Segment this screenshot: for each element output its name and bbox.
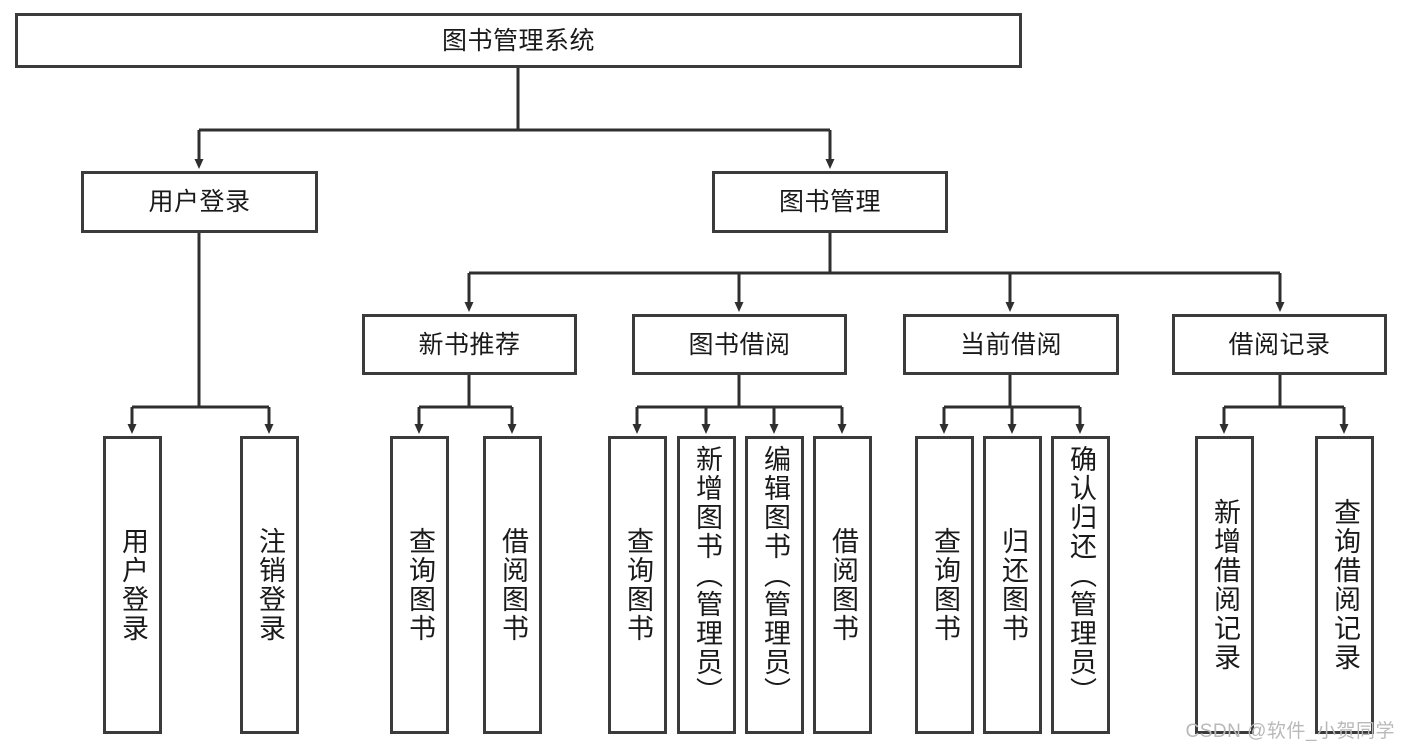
node-book-borrow-label: 图书借阅 [688,330,791,359]
node-leaf-add-book-label: 新增图书（管理员） [692,445,722,706]
node-leaf-borrow-book-1[interactable]: 借阅图书 [483,436,542,734]
node-leaf-edit-book-label: 编辑图书（管理员） [760,445,790,706]
node-root-label: 图书管理系统 [441,26,595,55]
node-leaf-query-book-2[interactable]: 查询图书 [608,436,667,734]
node-leaf-query-book-3-label: 查询图书 [930,527,960,643]
node-book-manage[interactable]: 图书管理 [712,171,948,233]
node-leaf-add-record[interactable]: 新增借阅记录 [1195,436,1254,734]
node-leaf-add-record-label: 新增借阅记录 [1210,498,1240,672]
node-leaf-return-book-label: 归还图书 [998,527,1028,643]
node-leaf-logout-label: 注销登录 [255,527,285,643]
node-user-login-label: 用户登录 [148,188,251,216]
node-borrow-record[interactable]: 借阅记录 [1172,314,1387,375]
node-leaf-user-login[interactable]: 用户登录 [103,436,162,734]
node-borrow-record-label: 借阅记录 [1228,330,1331,359]
node-leaf-logout[interactable]: 注销登录 [240,436,299,734]
node-leaf-query-record-label: 查询借阅记录 [1330,498,1360,672]
node-current-borrow[interactable]: 当前借阅 [903,314,1119,375]
node-user-login[interactable]: 用户登录 [81,171,318,233]
node-new-book-rec[interactable]: 新书推荐 [362,314,577,375]
node-book-manage-label: 图书管理 [778,188,881,216]
node-new-book-rec-label: 新书推荐 [418,330,521,359]
node-book-borrow[interactable]: 图书借阅 [632,314,847,375]
node-root[interactable]: 图书管理系统 [15,13,1022,68]
node-leaf-query-book-2-label: 查询图书 [623,527,653,643]
watermark-text: CSDN @软件_小贺同学 [1185,721,1395,742]
node-current-borrow-label: 当前借阅 [959,330,1062,359]
node-leaf-borrow-book-1-label: 借阅图书 [498,527,528,643]
node-leaf-return-book[interactable]: 归还图书 [983,436,1042,734]
node-leaf-borrow-book-2[interactable]: 借阅图书 [813,436,872,734]
node-leaf-confirm-return[interactable]: 确认归还（管理员） [1051,436,1110,734]
node-leaf-add-book[interactable]: 新增图书（管理员） [677,436,736,734]
node-leaf-borrow-book-2-label: 借阅图书 [828,527,858,643]
node-leaf-query-book-3[interactable]: 查询图书 [915,436,974,734]
node-leaf-query-book-1-label: 查询图书 [405,527,435,643]
node-leaf-query-record[interactable]: 查询借阅记录 [1315,436,1374,734]
node-leaf-user-login-label: 用户登录 [118,527,148,643]
node-leaf-edit-book[interactable]: 编辑图书（管理员） [745,436,804,734]
node-leaf-confirm-return-label: 确认归还（管理员） [1066,445,1096,706]
node-leaf-query-book-1[interactable]: 查询图书 [390,436,449,734]
